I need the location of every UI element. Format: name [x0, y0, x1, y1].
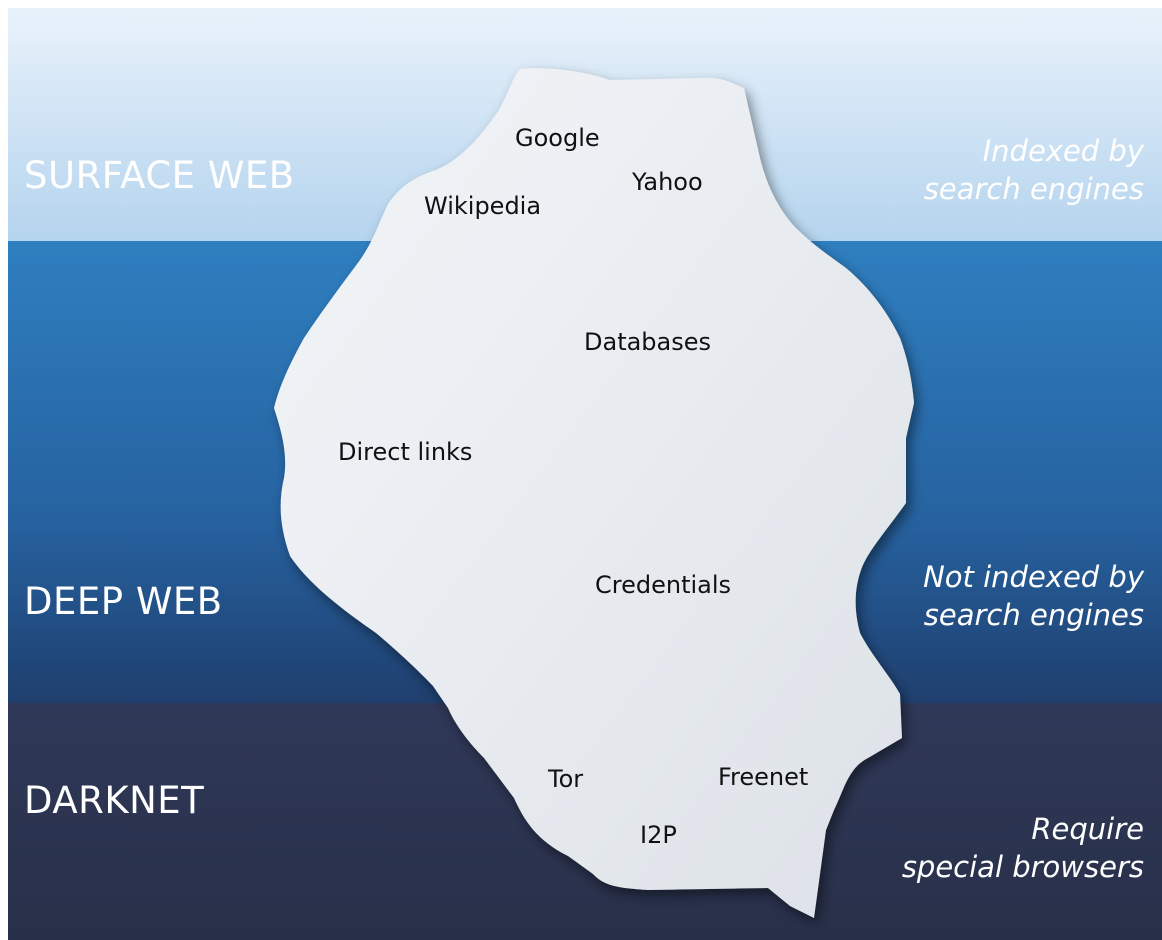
darknet-desc-line-1: Require: [1031, 812, 1144, 846]
term-freenet: Freenet: [718, 763, 809, 791]
deep-desc-line-1: Not indexed by: [923, 560, 1144, 594]
darknet-label: DARKNET: [24, 779, 205, 822]
diagram-panel: SURFACE WEB DEEP WEB DARKNET Indexed by …: [8, 8, 1162, 940]
surface-desc-line-2: search engines: [923, 172, 1144, 206]
term-yahoo: Yahoo: [632, 168, 703, 196]
deep-web-description: Not indexed by search engines: [923, 558, 1144, 634]
term-direct-links: Direct links: [338, 438, 473, 466]
surface-web-label: SURFACE WEB: [24, 154, 295, 197]
term-tor: Tor: [548, 765, 584, 793]
term-databases: Databases: [584, 328, 712, 356]
corner-accent-icon: [8, 8, 22, 22]
iceberg-graphic: [8, 8, 1162, 940]
term-credentials: Credentials: [595, 571, 732, 599]
deep-web-label: DEEP WEB: [24, 580, 223, 623]
surface-desc-line-1: Indexed by: [982, 134, 1144, 168]
term-wikipedia: Wikipedia: [424, 192, 542, 220]
iceberg-shape: [274, 68, 914, 918]
surface-web-description: Indexed by search engines: [924, 132, 1144, 208]
deep-desc-line-2: search engines: [923, 598, 1144, 632]
darknet-description: Require special browsers: [902, 810, 1144, 886]
term-google: Google: [515, 124, 600, 152]
darknet-desc-line-2: special browsers: [901, 850, 1144, 884]
term-i2p: I2P: [640, 821, 677, 849]
